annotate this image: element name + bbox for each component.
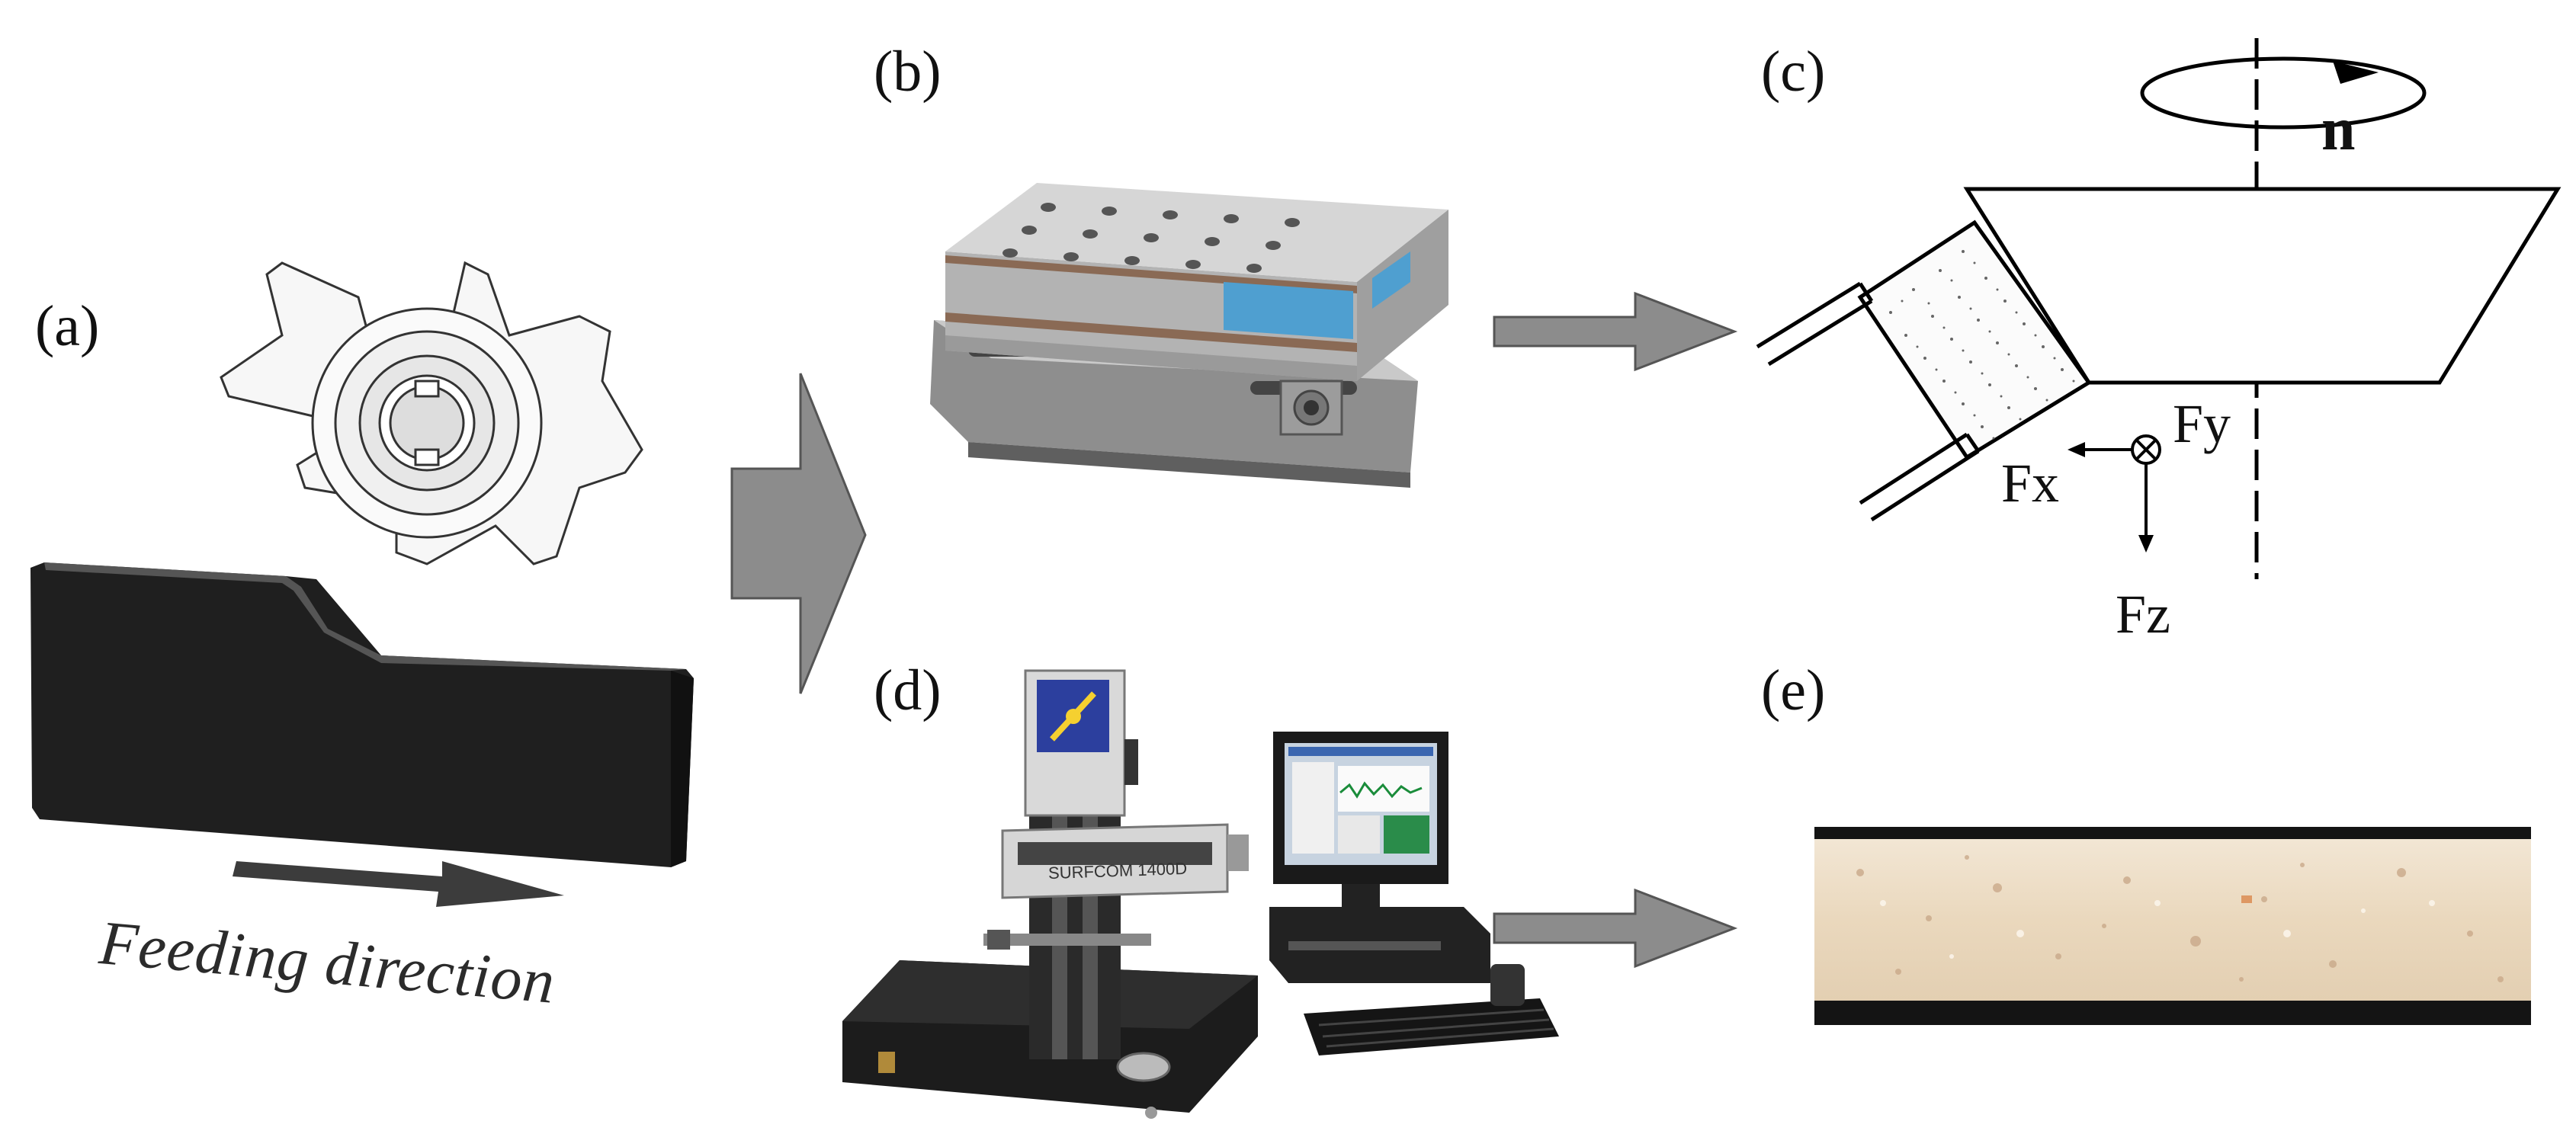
panel-a-illustration: [30, 261, 694, 907]
panel-b-label: (b): [874, 40, 942, 104]
feed-direction-arrow: [233, 861, 564, 907]
force-schematic: [1756, 38, 2562, 579]
abrasive-block: [1857, 219, 2092, 460]
arrow-b-to-c: [1493, 291, 1738, 372]
milling-cutter: [220, 261, 643, 565]
force-fx-label: Fx: [2001, 453, 2060, 514]
dynamometer-device: [930, 183, 1448, 488]
panel-e-label: (e): [1761, 658, 1826, 722]
surface-profilometer: [842, 669, 1559, 1119]
main-flow-arrow: [730, 373, 867, 694]
panel-a-label: (a): [35, 294, 100, 358]
force-fz-label: Fz: [2116, 584, 2170, 645]
panel-d-label: (d): [874, 658, 942, 722]
workpiece: [30, 562, 694, 867]
rotation-label: n: [2321, 96, 2356, 163]
force-fy-label: Fy: [2173, 393, 2231, 454]
arrow-d-to-e: [1493, 888, 1738, 969]
panel-c-label: (c): [1761, 40, 1826, 104]
machined-surface-sample: [1814, 827, 2531, 1025]
